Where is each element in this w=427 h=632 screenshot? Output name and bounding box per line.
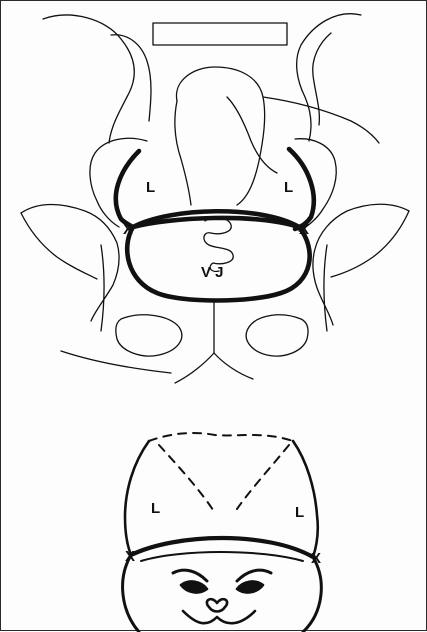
upper-right-cross-label: X bbox=[299, 221, 309, 238]
lower-diagram bbox=[123, 433, 322, 632]
right-side-column bbox=[324, 245, 327, 331]
central-mass bbox=[176, 67, 264, 205]
right-lobe-outline bbox=[295, 139, 336, 231]
upper-left-wing-inner bbox=[111, 35, 151, 121]
lower-dividing-band bbox=[131, 538, 313, 557]
left-side-column bbox=[101, 245, 104, 331]
lower-dashed-right-diagonal bbox=[237, 445, 289, 509]
upper-diagram bbox=[21, 14, 409, 383]
right-eye bbox=[237, 582, 263, 593]
central-mass-fold bbox=[227, 97, 277, 173]
nose-loops bbox=[207, 599, 227, 611]
lower-left-cross-label: X bbox=[125, 548, 135, 565]
left-eye bbox=[181, 582, 207, 593]
lower-dashed-top bbox=[149, 433, 293, 441]
lower-left-oval bbox=[116, 315, 182, 356]
lower-left-lobe-label: L bbox=[151, 500, 160, 517]
left-pelvic-wing-lower bbox=[21, 213, 97, 279]
lower-right-cross-label: X bbox=[311, 550, 321, 567]
right-pelvic-wing-lower bbox=[331, 211, 409, 277]
lower-right-oval bbox=[246, 315, 308, 356]
stem-right-leg bbox=[214, 353, 253, 379]
left-pelvic-wing bbox=[21, 205, 119, 322]
upper-right-wing-inner bbox=[313, 33, 331, 125]
right-diagonal bbox=[263, 97, 379, 143]
upper-left-lobe-label: L bbox=[146, 179, 155, 196]
lower-face-top bbox=[141, 552, 303, 561]
left-eye-brow bbox=[173, 570, 207, 581]
upper-right-lobe-label: L bbox=[284, 179, 293, 196]
lower-dashed-left-diagonal bbox=[159, 445, 215, 513]
upper-left-wing bbox=[43, 15, 134, 143]
right-eye-brow bbox=[237, 570, 271, 581]
lower-right-lobe-label: L bbox=[295, 504, 304, 521]
upper-left-cross-label: X bbox=[123, 221, 133, 238]
mouth bbox=[183, 611, 255, 623]
top-bar-outline bbox=[153, 23, 287, 45]
stem-left-leg bbox=[175, 353, 214, 383]
upper-vj-label: V J bbox=[201, 264, 224, 281]
upper-right-wing bbox=[297, 14, 361, 141]
bottom-sweep bbox=[61, 351, 171, 373]
left-lobe-bold bbox=[116, 151, 139, 227]
central-mass-left bbox=[175, 101, 191, 205]
